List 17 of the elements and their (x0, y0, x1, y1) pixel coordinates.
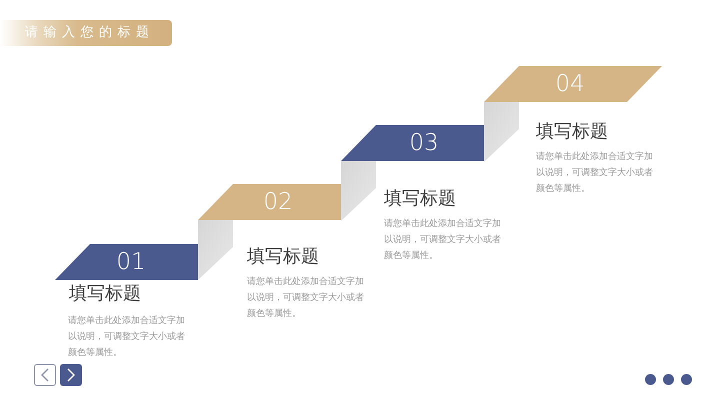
step-description: 请您单击此处添加合适文字加以说明，可调整文字大小或者颜色等属性。 (536, 150, 654, 196)
step-description: 请您单击此处添加合适文字加以说明，可调整文字大小或者颜色等属性。 (68, 314, 186, 360)
step-band (198, 184, 341, 220)
step-band (484, 66, 662, 102)
step-heading: 填写标题 (247, 246, 319, 268)
step-heading: 填写标题 (69, 283, 141, 305)
step-number: 02 (262, 188, 294, 217)
step-description: 请您单击此处添加合适文字加以说明，可调整文字大小或者颜色等属性。 (384, 218, 502, 263)
step-number: 01 (115, 248, 147, 277)
step-heading: 填写标题 (384, 188, 456, 210)
step-band (341, 125, 484, 161)
step-number: 03 (408, 129, 440, 158)
step-heading: 填写标题 (536, 121, 608, 143)
step-band (55, 244, 198, 280)
title-banner: 请输入您的标题 (0, 20, 172, 46)
step-description: 请您单击此处添加合适文字加以说明，可调整文字大小或者颜色等属性。 (247, 276, 365, 321)
step-number: 04 (554, 70, 586, 99)
